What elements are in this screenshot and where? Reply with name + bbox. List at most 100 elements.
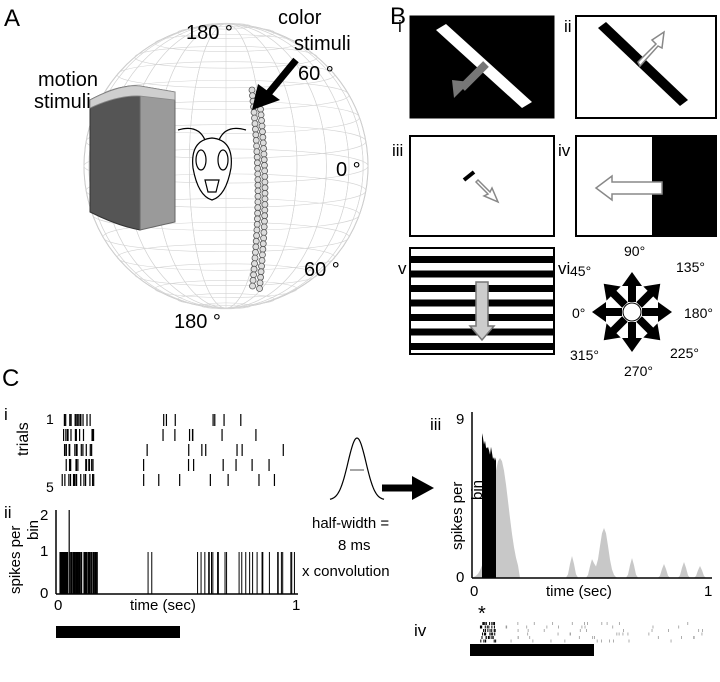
stimulus-ii-dark-bar-on-light [575, 15, 717, 119]
sub-c-iv: iv [414, 621, 427, 640]
iii-tick-y-9: 9 [456, 411, 464, 428]
led [261, 217, 268, 225]
compass-arrow-shaft [628, 322, 636, 340]
compass-arrow-icon [592, 302, 622, 322]
panel-c-letter: C [2, 365, 19, 392]
led [259, 128, 266, 136]
led [257, 268, 265, 276]
led [258, 262, 265, 270]
led [253, 220, 261, 228]
led [259, 245, 267, 253]
sphere [83, 22, 369, 310]
led [253, 148, 261, 156]
sub-c-iii: iii [430, 415, 441, 434]
trial-5-label: 5 [46, 479, 54, 495]
led [261, 212, 269, 220]
led [260, 150, 268, 158]
compass-arrow-head [603, 323, 621, 341]
led [253, 232, 260, 240]
color-stimuli-leds [248, 86, 269, 292]
iii-ylabel-2: bin [469, 480, 486, 500]
compass-arrow-icon [636, 316, 661, 341]
led [250, 271, 257, 279]
led [252, 237, 260, 245]
led [251, 114, 258, 122]
led [253, 226, 261, 234]
ii-ylabel-2: bin [25, 520, 42, 540]
led [260, 234, 267, 242]
motion-screen-light [139, 85, 176, 231]
led [256, 279, 264, 287]
led [260, 145, 267, 152]
compass-arrow-shaft [642, 308, 660, 316]
compass-arrow-icon [622, 322, 642, 352]
dir-label-90: 90° [624, 243, 645, 259]
trial-1-label: 1 [46, 411, 54, 427]
sub-c-ii: ii [4, 503, 12, 522]
dir-label-45: 45° [570, 263, 591, 279]
led [260, 229, 268, 236]
compass-arrow-head [643, 283, 661, 301]
trials-label: trials [15, 422, 32, 456]
led [258, 122, 266, 130]
led [252, 131, 260, 139]
led [257, 273, 264, 281]
led [261, 201, 269, 208]
led [261, 167, 269, 175]
sub-b-i: i [398, 17, 402, 36]
dir-label-225: 225° [670, 345, 699, 361]
led [259, 240, 267, 248]
led [258, 117, 265, 124]
compass-center [622, 302, 642, 322]
sub-c-i: i [4, 405, 8, 424]
grating-stripe [410, 270, 554, 278]
iii-xlabel: time (sec) [546, 583, 612, 600]
compass-arrow-icon [622, 272, 642, 302]
kernel-text-1: half-width = [312, 515, 389, 532]
led [254, 176, 262, 184]
stimulus-iv-edge [575, 135, 717, 237]
led [252, 136, 260, 144]
led [250, 109, 258, 116]
raster-trials [61, 414, 284, 486]
stimulus-iii-small-bar [409, 135, 555, 237]
deg-bottom: 180 ° [174, 311, 221, 333]
sphere-longitude-line [88, 23, 364, 309]
deg-60-bottom: 60 ° [304, 259, 340, 281]
led [251, 254, 259, 262]
led [254, 192, 262, 200]
compass-arrow-head [622, 272, 642, 286]
spike-histogram [59, 510, 295, 594]
led [254, 187, 262, 195]
led [248, 86, 256, 94]
led [254, 215, 261, 223]
compass-arrow-icon [603, 316, 628, 341]
led [249, 276, 257, 284]
motion-label-2: stimuli [34, 91, 91, 113]
iii-tick-x-0: 0 [470, 583, 478, 600]
direction-compass [592, 272, 672, 352]
led [249, 282, 256, 290]
compass-arrow-shaft [636, 289, 655, 308]
compass-arrow-head [622, 338, 642, 352]
convolved-rate [472, 433, 712, 578]
ii-tick-y-2: 2 [40, 507, 48, 524]
ii-tick-y-0: 0 [40, 585, 48, 602]
led [258, 257, 266, 264]
led [259, 139, 267, 147]
compass-arrow-icon [636, 283, 661, 308]
led [254, 198, 262, 206]
iii-tick-x-1: 1 [704, 583, 712, 600]
compass-arrow-head [603, 283, 621, 301]
ii-tick-x-1: 1 [292, 597, 300, 614]
led [259, 251, 266, 259]
sub-b-ii: ii [564, 17, 572, 36]
ii-ylabel-1: spikes per [7, 526, 24, 594]
stimulus-duration-bar-ii [56, 626, 180, 638]
led [252, 248, 259, 256]
led [252, 243, 260, 251]
dir-label-180: 180° [684, 305, 713, 321]
grating-stripe [410, 256, 554, 263]
color-stimuli-arrow [252, 57, 299, 110]
led [254, 159, 261, 167]
